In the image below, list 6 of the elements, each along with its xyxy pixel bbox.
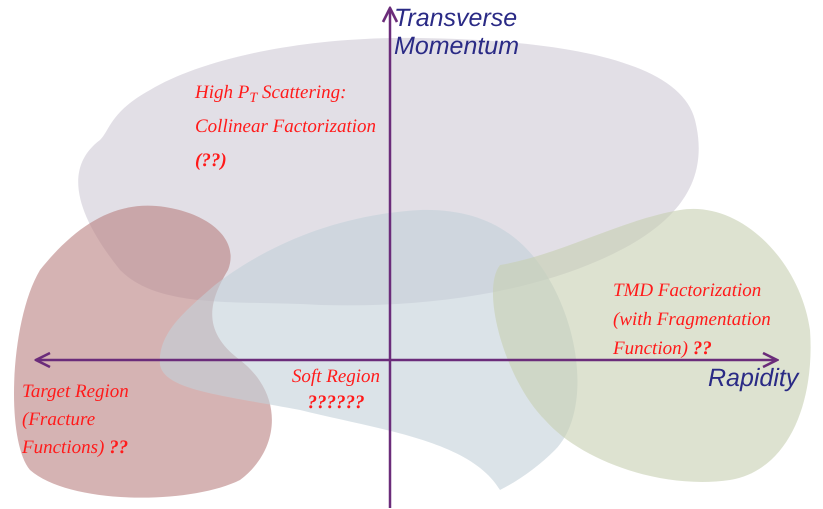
region-label: High P$_{T}$ Scattering: Collinear Factorization (??) <box>195 81 378 173</box>
region-label: TMD Factorization (with Fragmentation Function) ?? <box>613 279 771 361</box>
axis-label: Rapidity <box>708 364 798 392</box>
region-label: Soft Region ?????? <box>290 365 382 415</box>
region-label: Target Region (Fracture Functions) ?? <box>22 380 130 460</box>
axis-label: Transverse Momentum <box>394 4 520 60</box>
